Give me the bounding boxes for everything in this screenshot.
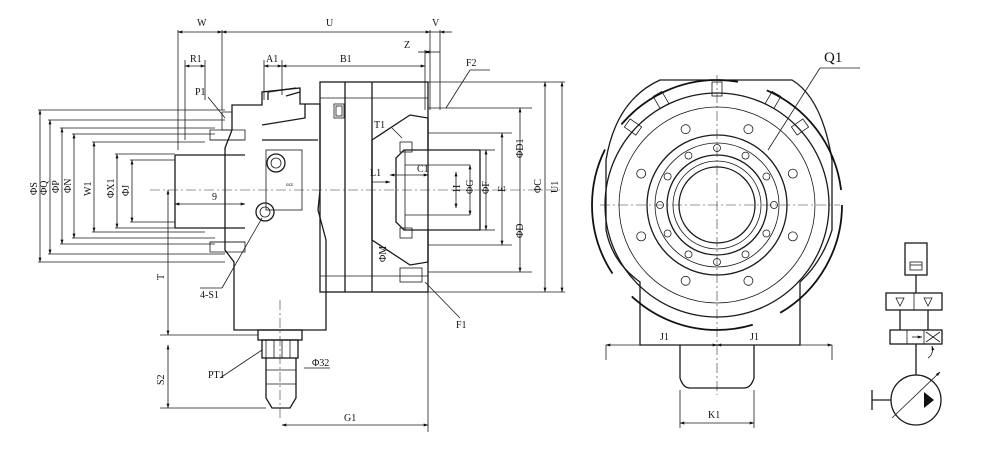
dim-c1: C1 xyxy=(417,164,429,175)
side-view-labels: W U V Z R1 A1 B1 F2 P1 T1 ΦS ΦQ ΦP ΦN W1… xyxy=(29,18,561,424)
bolt-hole-small xyxy=(762,229,771,238)
front-bolt-circle-inner xyxy=(656,144,778,266)
dim-w: W xyxy=(197,18,207,29)
callout-phi32: Φ32 xyxy=(312,358,329,369)
bolt-hole xyxy=(787,231,798,242)
dim-phi-s: ΦS xyxy=(29,182,40,195)
bolt-hole xyxy=(636,168,647,179)
dim-p1: P1 xyxy=(195,87,206,98)
dim-r1: R1 xyxy=(190,54,202,65)
dim-phi-n: ΦN xyxy=(63,178,74,193)
dim-nine: 9 xyxy=(212,192,217,203)
side-section-view xyxy=(38,30,565,432)
bolt-hole xyxy=(636,231,647,242)
bolt-hole-small xyxy=(684,151,693,160)
dim-v: V xyxy=(432,18,440,29)
dim-phi-d: ΦD xyxy=(515,223,526,238)
dim-phi-x1: ΦX1 xyxy=(106,178,117,198)
engraving-text: ozz xyxy=(286,183,294,188)
callout-f1: F1 xyxy=(456,320,467,331)
dim-phi-f: ΦF xyxy=(481,181,492,194)
dim-t: T xyxy=(156,274,167,280)
bolt-hole xyxy=(787,168,798,179)
dim-phi-c: ΦC xyxy=(533,179,544,193)
hydraulic-schematic-symbol xyxy=(871,242,943,426)
dim-k1: K1 xyxy=(708,410,720,421)
bolt-hole xyxy=(680,275,691,286)
front-bolt-circle-outer xyxy=(636,124,798,286)
dim-phi-d1: ΦD1 xyxy=(515,138,526,158)
dim-phi-m: ΦM xyxy=(378,246,389,262)
dim-b1: B1 xyxy=(340,54,352,65)
bolt-hole-small xyxy=(684,250,693,259)
bolt-hole-small xyxy=(713,258,721,266)
bolt-hole-small xyxy=(770,201,778,209)
dim-f2: F2 xyxy=(466,58,477,69)
bolt-hole-small xyxy=(713,144,721,152)
dim-l1: L1 xyxy=(370,168,381,179)
dim-w1: W1 xyxy=(83,182,94,196)
callout-pt1: PT1 xyxy=(208,370,225,381)
dim-u1: U1 xyxy=(550,181,561,193)
dim-phi-p: ΦP xyxy=(51,180,62,193)
bolt-hole-small xyxy=(663,229,672,238)
dim-phi-g: ΦG xyxy=(465,179,476,194)
bolt-hole-small xyxy=(663,172,672,181)
dim-g1: G1 xyxy=(344,413,356,424)
bolt-hole-small xyxy=(741,250,750,259)
dim-j1-right: J1 xyxy=(750,332,759,343)
dim-phi-q: ΦQ xyxy=(39,180,50,195)
dim-s2: S2 xyxy=(156,374,167,385)
bolt-hole xyxy=(680,124,691,135)
front-view xyxy=(591,67,860,428)
callout-4-s1: 4-S1 xyxy=(200,290,219,301)
dim-a1: A1 xyxy=(266,54,278,65)
bolt-hole xyxy=(743,124,754,135)
dim-e: E xyxy=(497,186,508,192)
bolt-hole xyxy=(743,275,754,286)
bolt-hole-small xyxy=(741,151,750,160)
callout-q1: Q1 xyxy=(824,50,842,66)
bolt-hole-small xyxy=(656,201,664,209)
front-view-labels: Q1 J1 J1 K1 xyxy=(660,50,842,421)
dim-u: U xyxy=(326,18,334,29)
dim-z: Z xyxy=(404,40,410,51)
dim-j1-left: J1 xyxy=(660,332,669,343)
dim-h: H xyxy=(452,185,463,192)
bolt-hole-small xyxy=(762,172,771,181)
dim-t1: T1 xyxy=(374,120,385,131)
dim-phi-j: ΦJ xyxy=(121,185,132,196)
